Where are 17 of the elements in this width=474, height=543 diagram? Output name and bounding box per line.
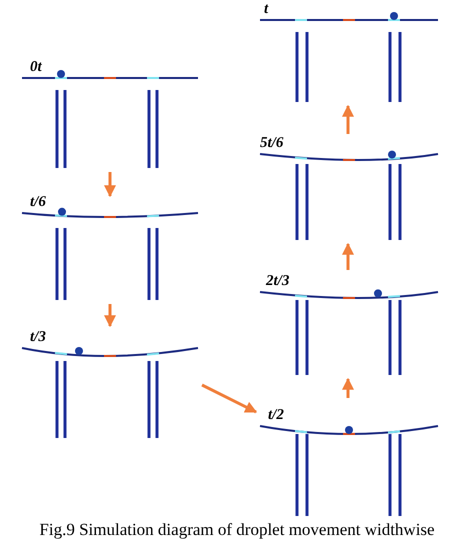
time-label: 0t [30, 59, 42, 75]
time-label: 2t/3 [266, 273, 290, 289]
arrow [342, 378, 354, 398]
arrow [342, 104, 354, 134]
figure-caption: Fig.9 Simulation diagram of droplet movement widthwise [38, 520, 436, 540]
simulation-panel [20, 328, 200, 440]
arrow [342, 242, 354, 270]
time-label: t/3 [30, 329, 46, 345]
time-label: t/6 [30, 194, 46, 210]
simulation-panel [258, 136, 440, 242]
time-label: t/2 [268, 407, 284, 423]
arrow [201, 384, 258, 414]
time-label: t [264, 1, 268, 17]
simulation-panel [258, 272, 440, 377]
arrow [104, 304, 116, 328]
time-label: 5t/6 [260, 135, 284, 151]
arrow [104, 172, 116, 198]
